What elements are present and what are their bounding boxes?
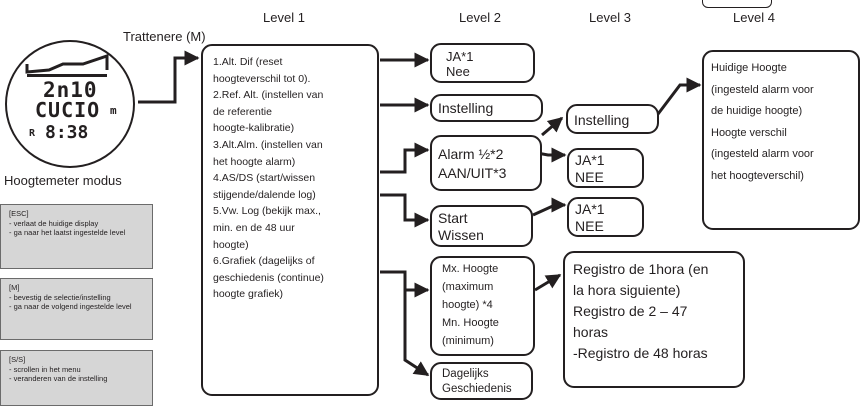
level-2-start-wissen-text: Start Wissen — [438, 210, 484, 243]
level-1-header: Level 1 — [263, 10, 305, 25]
level-4-alarm-types-text: Huidige Hoogte (ingesteld alarm voor de … — [711, 62, 814, 182]
level-3-instelling-text: Instelling — [574, 112, 630, 128]
level-2-log: Mx. Hoogte (maximum hoogte) *4 Mn. Hoogt… — [430, 256, 535, 356]
watch-time: 8:38 — [45, 122, 89, 143]
level-4-alarm-types: Huidige Hoogte (ingesteld alarm voor de … — [702, 50, 860, 230]
level-2-instelling: Instelling — [430, 94, 543, 122]
watch-caption: Hoogtemeter modus — [4, 173, 122, 188]
level-3-registro-text: Registro de 1hora (en la hora siguiente)… — [573, 261, 709, 361]
watch-segment-icon — [25, 53, 109, 77]
watch-unit: m — [110, 104, 117, 117]
watch-line-1: 2n10 — [43, 78, 98, 102]
header-badge — [702, 0, 772, 8]
esc-button-legend: [ESC] - verlaat de huidige display - ga … — [0, 204, 153, 269]
level-4-header: Level 4 — [733, 10, 775, 25]
watch-face: 2n10 CUCIO m R 8:38 — [5, 40, 135, 168]
level-2-start-wissen: Start Wissen — [430, 205, 533, 247]
level-2-graph-text: Dagelijks Geschiedenis — [442, 368, 512, 395]
level-3-ja-nee-2: JA*1 NEE — [567, 197, 644, 237]
level-2-ja-nee: JA*1 Nee — [430, 43, 535, 83]
level-2-alarm-text: Alarm ½*2 AAN/UIT*3 — [438, 146, 507, 181]
level-2-log-text: Mx. Hoogte (maximum hoogte) *4 Mn. Hoogt… — [442, 263, 499, 347]
level-2-graph: Dagelijks Geschiedenis — [430, 362, 533, 400]
watch-line-2: CUCIO — [35, 98, 101, 122]
m-button-legend: [M] - bevestig de selectie/instelling - … — [0, 278, 153, 340]
level-3-instelling: Instelling — [566, 104, 659, 134]
level-2-instelling-text: Instelling — [438, 100, 494, 116]
level-3-ja-nee-1: JA*1 NEE — [567, 148, 644, 188]
ss-button-legend: [S/S] - scrollen in het menu - verandere… — [0, 350, 153, 406]
level-2-ja-nee-text: JA*1 Nee — [446, 49, 474, 79]
mode-entry-label: Trattenere (M) — [123, 29, 206, 44]
level-3-header: Level 3 — [589, 10, 631, 25]
level-3-ja-nee-2-text: JA*1 NEE — [575, 201, 605, 234]
level-1-menu-text: 1.Alt. Dif (reset hoogteverschil tot 0).… — [213, 56, 324, 301]
level-3-ja-nee-1-text: JA*1 NEE — [575, 152, 605, 185]
level-2-alarm: Alarm ½*2 AAN/UIT*3 — [430, 135, 542, 191]
level-1-menu: 1.Alt. Dif (reset hoogteverschil tot 0).… — [201, 44, 379, 396]
level-3-registro: Registro de 1hora (en la hora siguiente)… — [563, 251, 745, 388]
level-2-header: Level 2 — [459, 10, 501, 25]
watch-time-prefix: R — [29, 128, 36, 139]
